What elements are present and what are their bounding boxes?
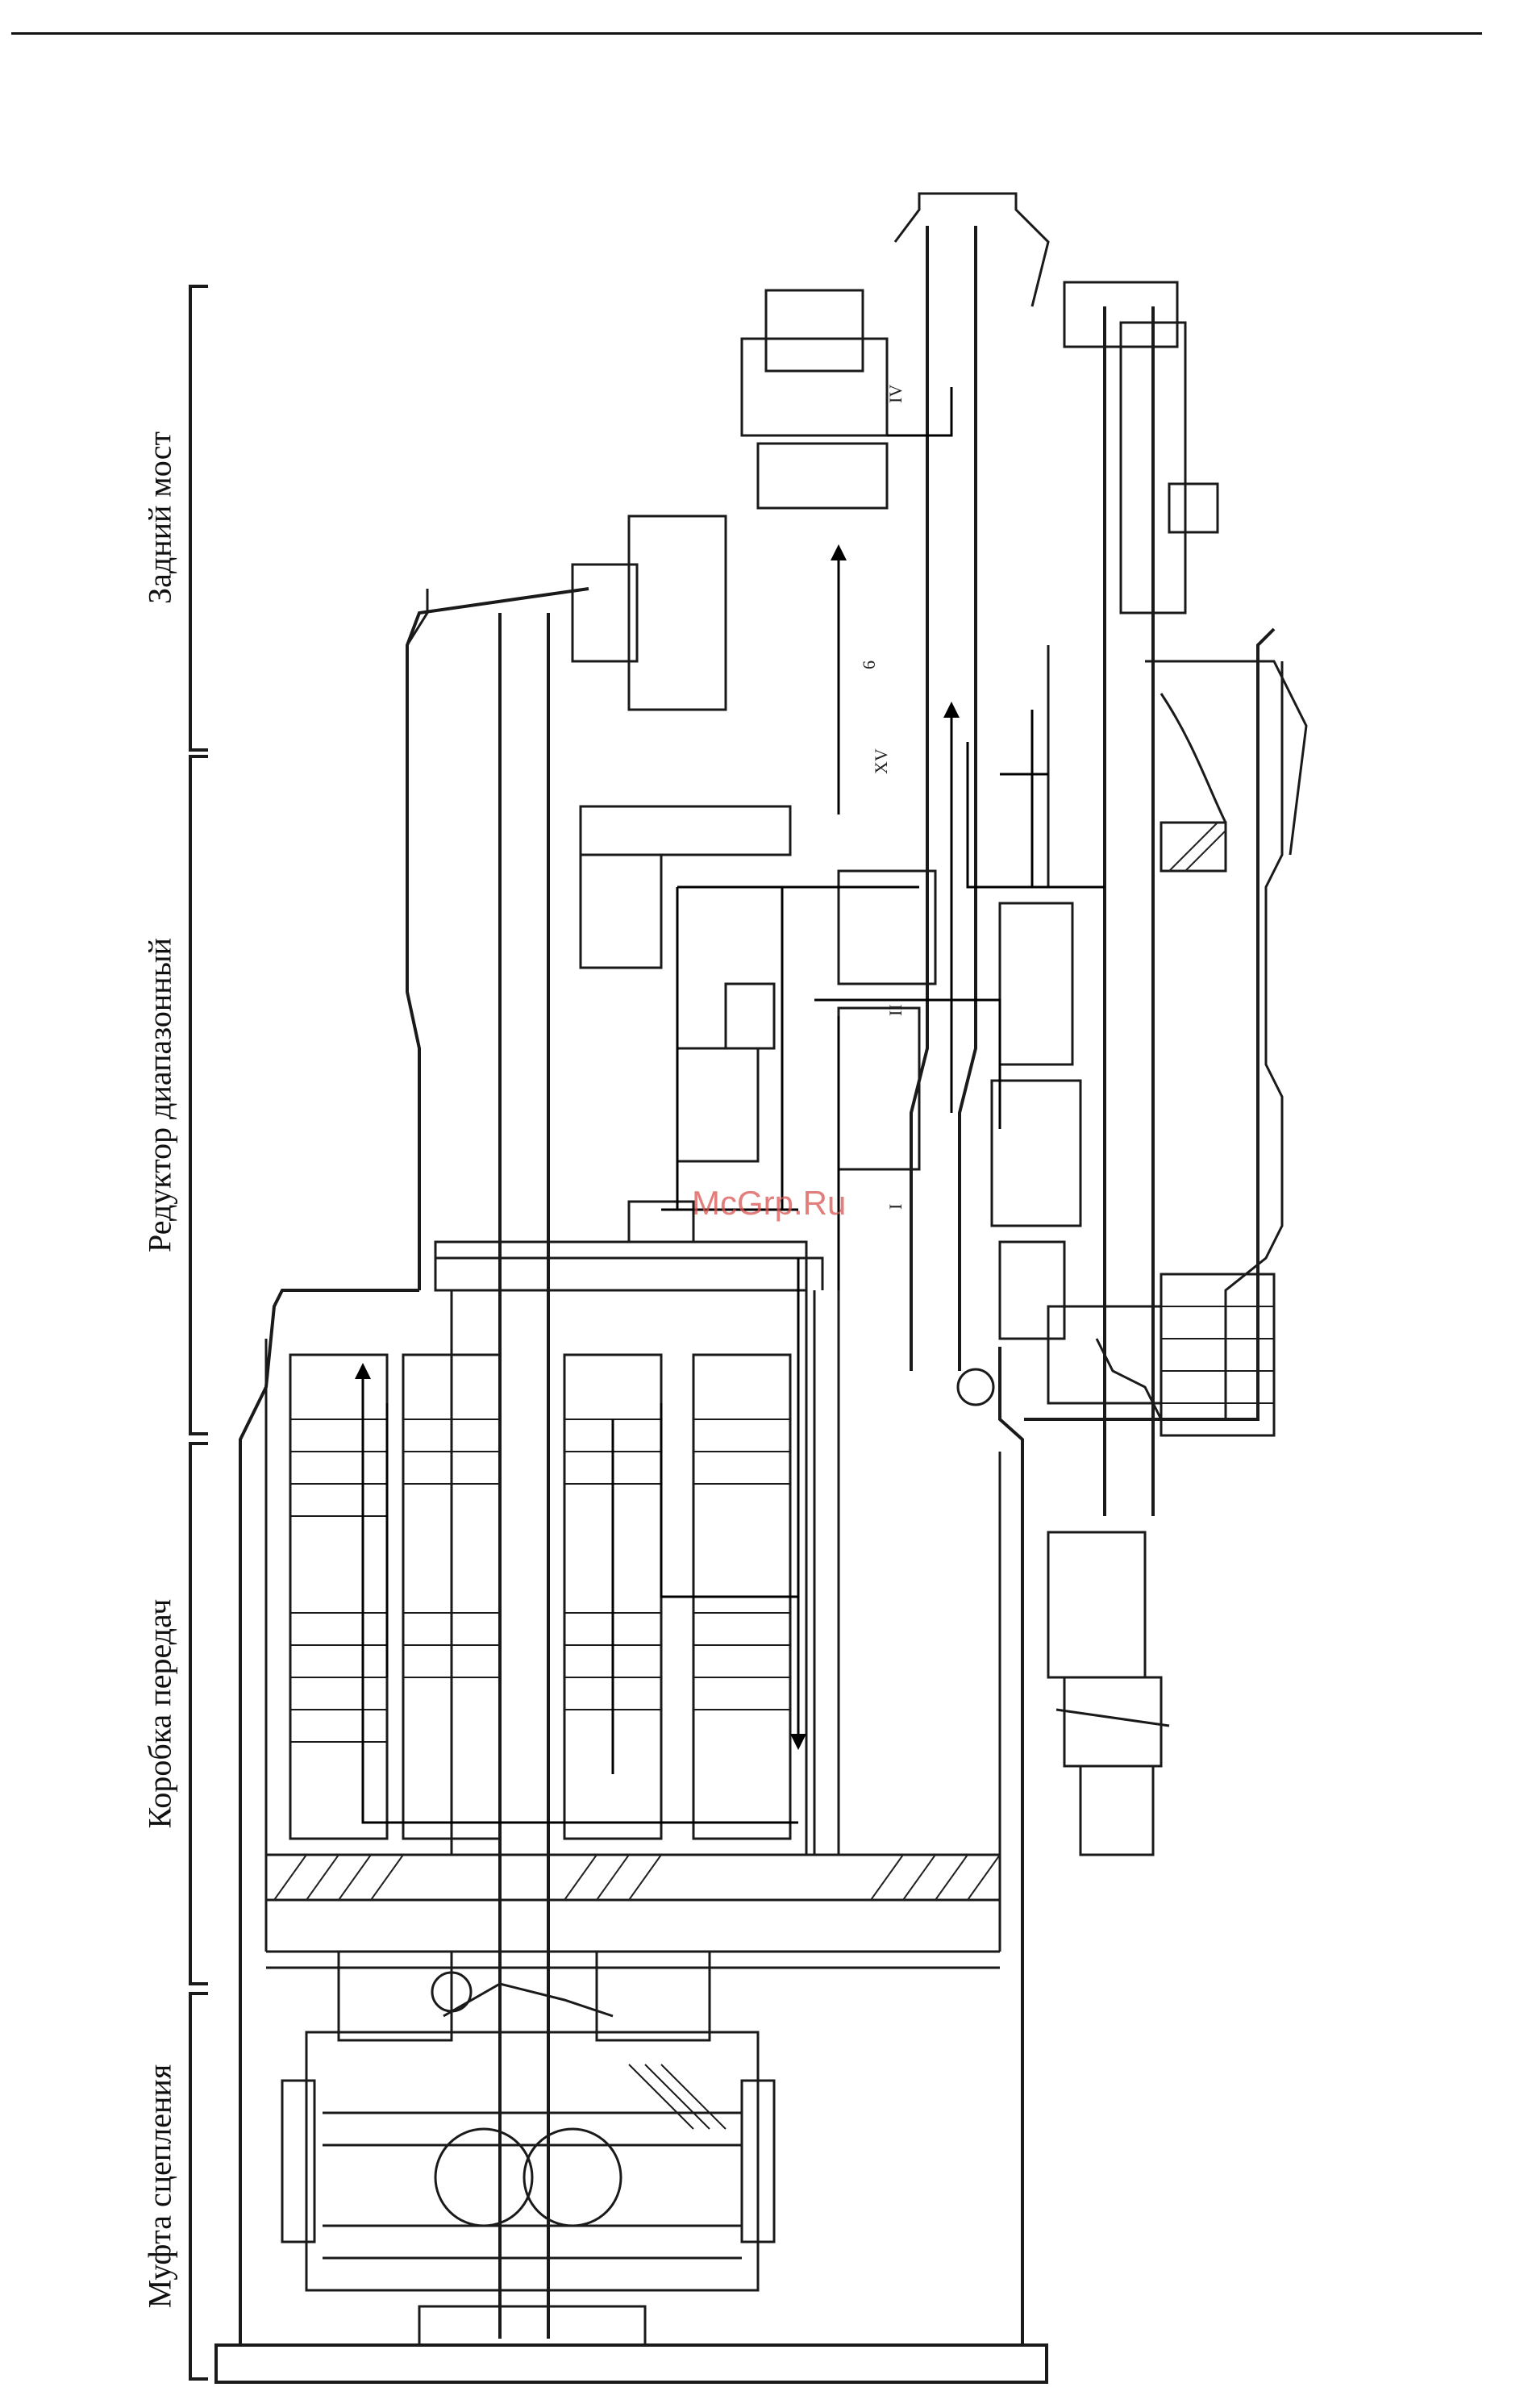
output-joint [958,1339,1169,1855]
gearbox-packs [290,1355,790,2040]
flow-arrowhead [943,702,960,718]
clutch-assembly [282,1984,774,2345]
mark-num-6: 6 [859,660,879,669]
range-reducer-gears [435,806,1274,1435]
mark-roman-xv: XV [871,748,891,774]
flow-arrowhead [831,544,847,560]
mark-roman-iv: IV [885,385,906,403]
watermark: McGrp.Ru [692,1184,846,1223]
mark-roman-i: I [885,1204,906,1210]
mark-roman-ii: II [885,1004,906,1016]
flow-arrowhead [355,1363,371,1379]
rear-axle-gears [572,194,1306,887]
hatched-wall [266,1855,1000,1900]
flow-arrowhead [790,1734,806,1750]
